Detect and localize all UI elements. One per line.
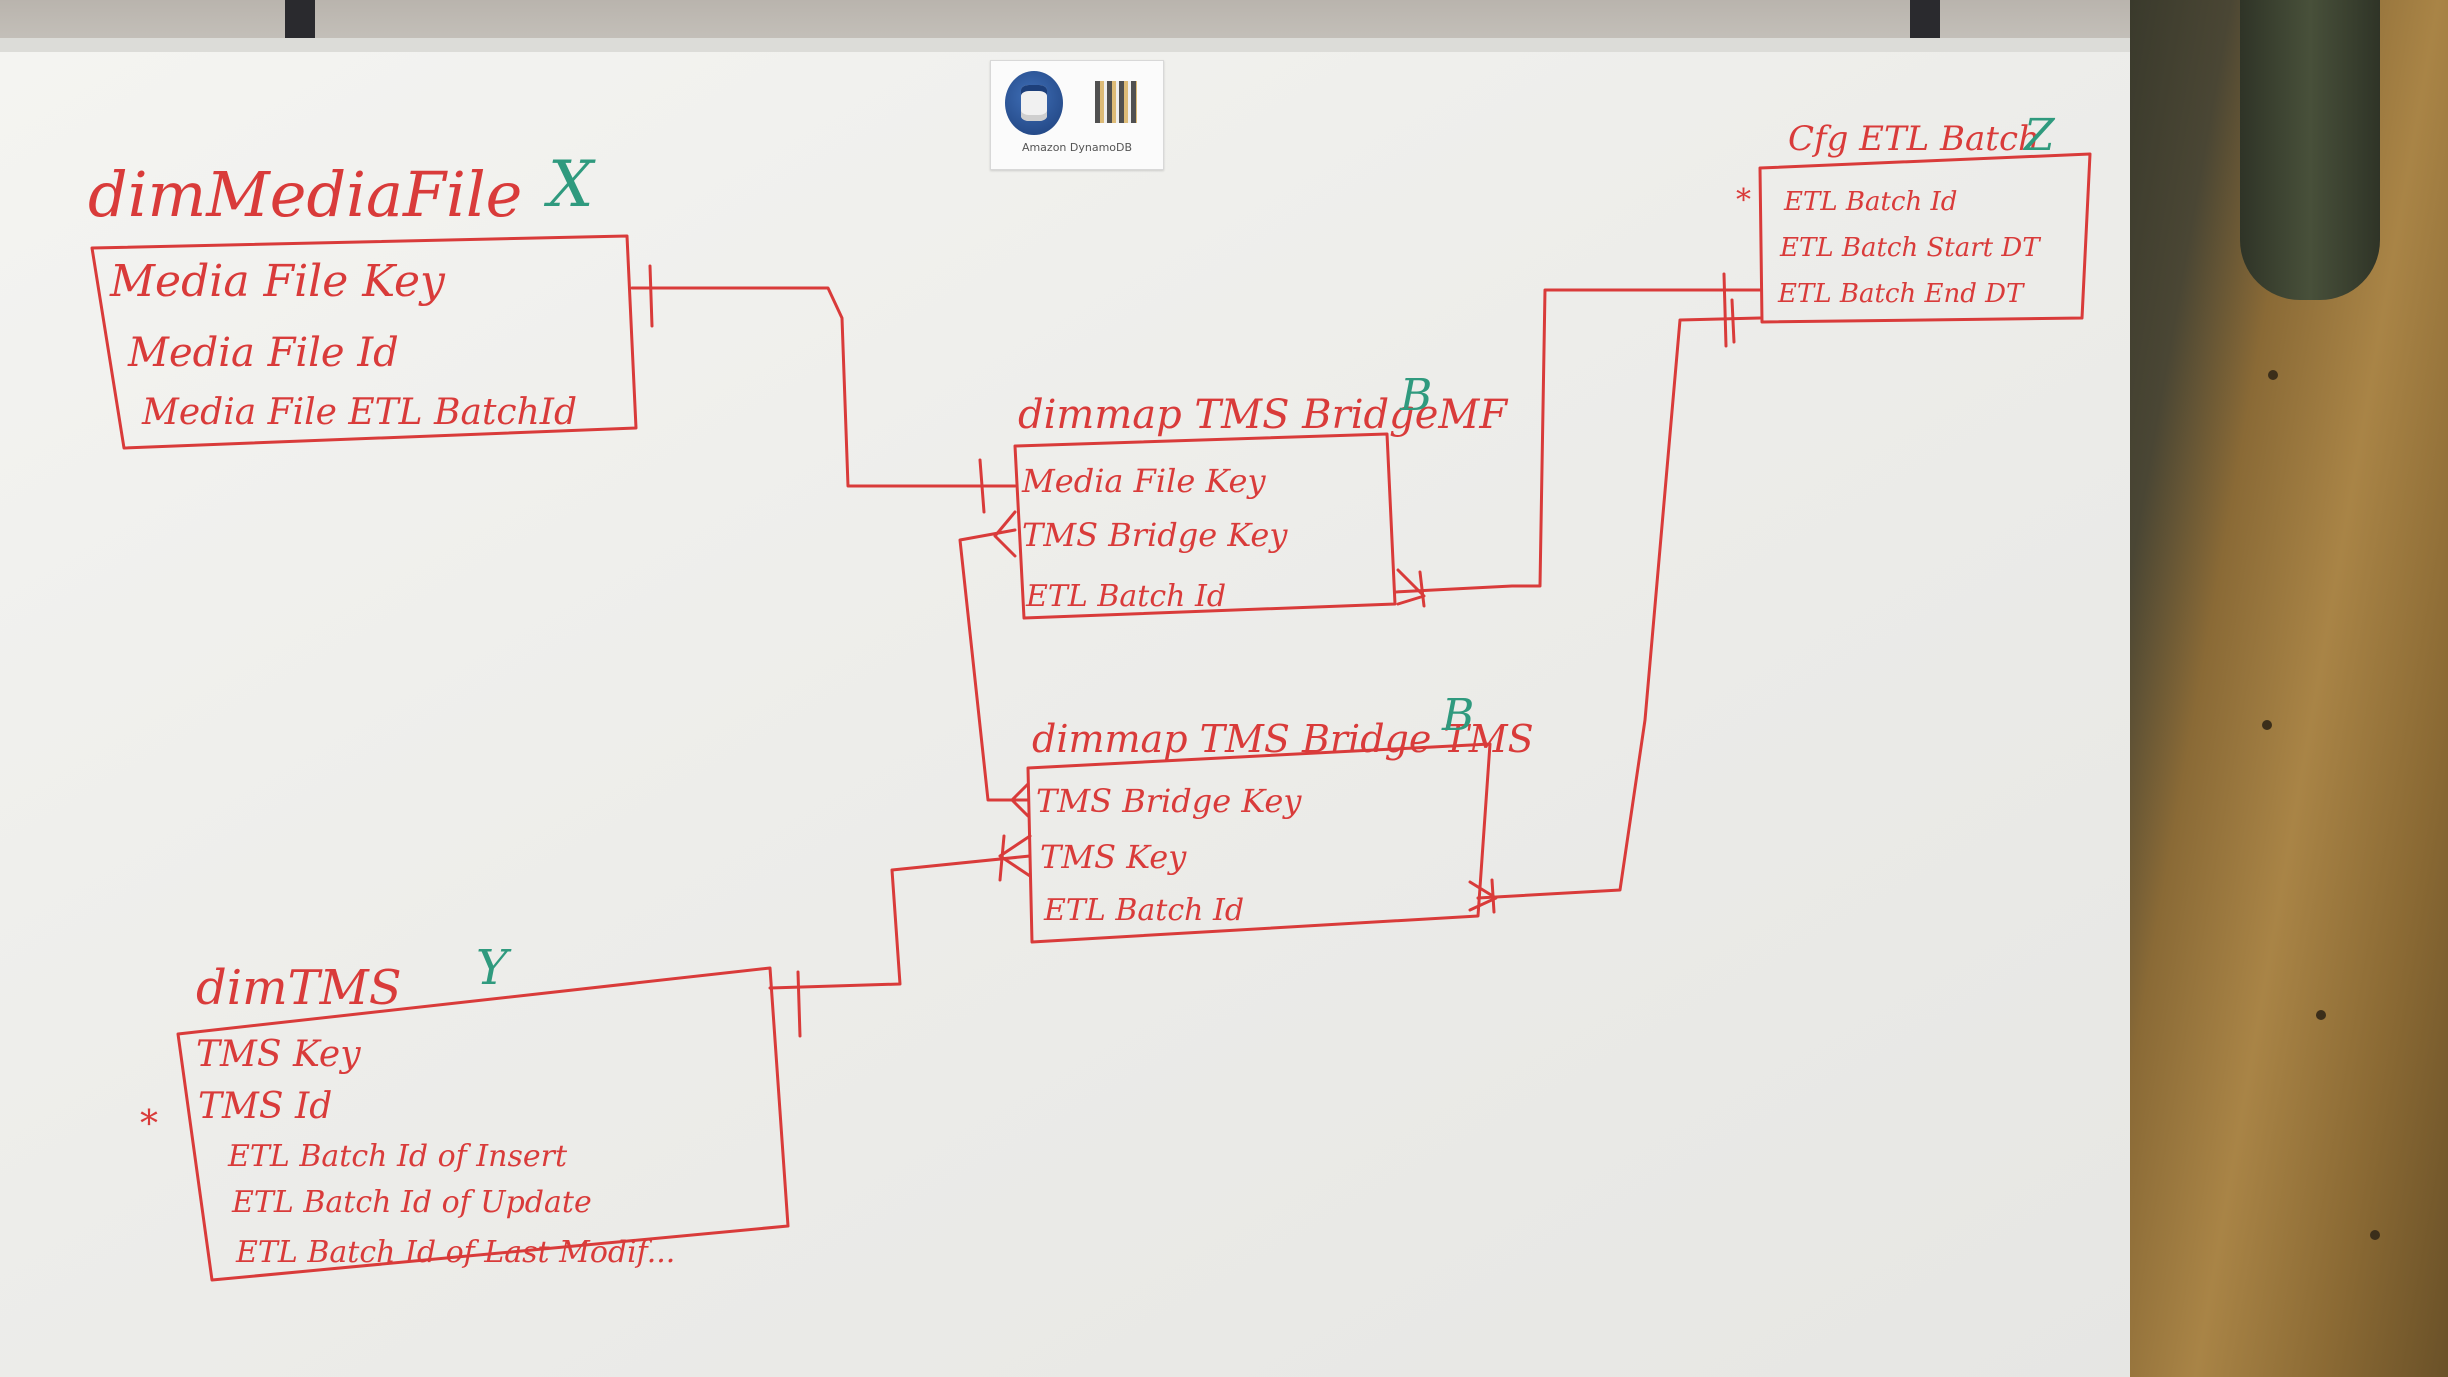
rel-bridgetms-cfg <box>1476 316 1762 900</box>
cfgETLBatch-tag: Z <box>2022 110 2056 161</box>
bridgeMF-tag: B <box>1399 370 1432 421</box>
bridgeTMS-box <box>1026 742 1492 944</box>
cfgETLBatch-box <box>1758 152 2092 324</box>
cfgETLBatch-field-1: ETL Batch Id <box>1783 187 1957 217</box>
dimTMS-field-4: ETL Batch Id of Update <box>231 1185 592 1220</box>
cfgETLBatch-title: Cfg ETL Batch <box>1788 119 2040 159</box>
dimTMS-box <box>176 966 790 1282</box>
bridgeTMS-title: dimmap TMS Bridge TMS <box>1032 717 1534 761</box>
cfgETLBatch-field-2: ETL Batch Start DT <box>1779 233 2041 263</box>
rel-bridgemf-bridgetms <box>958 528 1030 802</box>
dimMediaFile-title: dimMediaFile <box>88 158 522 231</box>
bridgeMF-field-3: ETL Batch Id <box>1025 579 1226 614</box>
bridgeTMS-field-3: ETL Batch Id <box>1043 893 1244 928</box>
cfgETLBatch-marker: * <box>1736 183 1751 218</box>
dimTMS-tag: Y <box>476 940 512 996</box>
bridgeTMS-tag: B <box>1441 690 1474 741</box>
coat-collar <box>2240 0 2380 300</box>
dimTMS-field-1: TMS Key <box>196 1034 361 1075</box>
dimTMS-field-3: ETL Batch Id of Insert <box>227 1139 568 1174</box>
sticker-caption: Amazon DynamoDB <box>1021 141 1133 154</box>
qr-code-icon <box>1095 81 1137 123</box>
bridgeTMS-field-2: TMS Key <box>1040 838 1187 876</box>
rel-dimtms-bridgetms <box>768 854 1032 990</box>
dimMediaFile-field-2: Media File Id <box>127 330 399 376</box>
coat-button <box>2316 1010 2326 1020</box>
dimTMS-field-5: ETL Batch Id of Last Modif... <box>235 1235 675 1270</box>
coat-button <box>2370 1230 2380 1240</box>
coat-button <box>2262 720 2272 730</box>
dynamodb-database-icon <box>1005 71 1063 135</box>
partition-post-left <box>285 0 315 44</box>
rel-mediafile-bridgemf <box>630 286 1017 488</box>
partition-post-right <box>1910 0 1940 44</box>
coat-button <box>2268 370 2278 380</box>
dimMediaFile-box <box>90 234 638 450</box>
dimTMS-field-2: TMS Id <box>198 1086 332 1127</box>
dimTMS-title: dimTMS <box>196 960 402 1016</box>
bridgeTMS-field-1: TMS Bridge Key <box>1036 782 1302 820</box>
dynamodb-sticker: Amazon DynamoDB <box>990 60 1164 170</box>
bridgeMF-field-1: Media File Key <box>1021 462 1266 500</box>
dimMediaFile-field-1: Media File Key <box>109 256 446 307</box>
dimMediaFile-field-3: Media File ETL BatchId <box>141 392 577 433</box>
cfgETLBatch-field-3: ETL Batch End DT <box>1777 279 2025 309</box>
bridgeMF-title: dimmap TMS BridgeMF <box>1018 392 1508 438</box>
whiteboard <box>0 38 2228 1377</box>
rel-bridgemf-cfg <box>1393 288 1762 594</box>
dimTMS-marker: * <box>140 1104 158 1145</box>
bridgeMF-box <box>1013 432 1397 620</box>
dimMediaFile-tag: X <box>543 148 596 222</box>
bridgeMF-field-2: TMS Bridge Key <box>1022 516 1288 554</box>
